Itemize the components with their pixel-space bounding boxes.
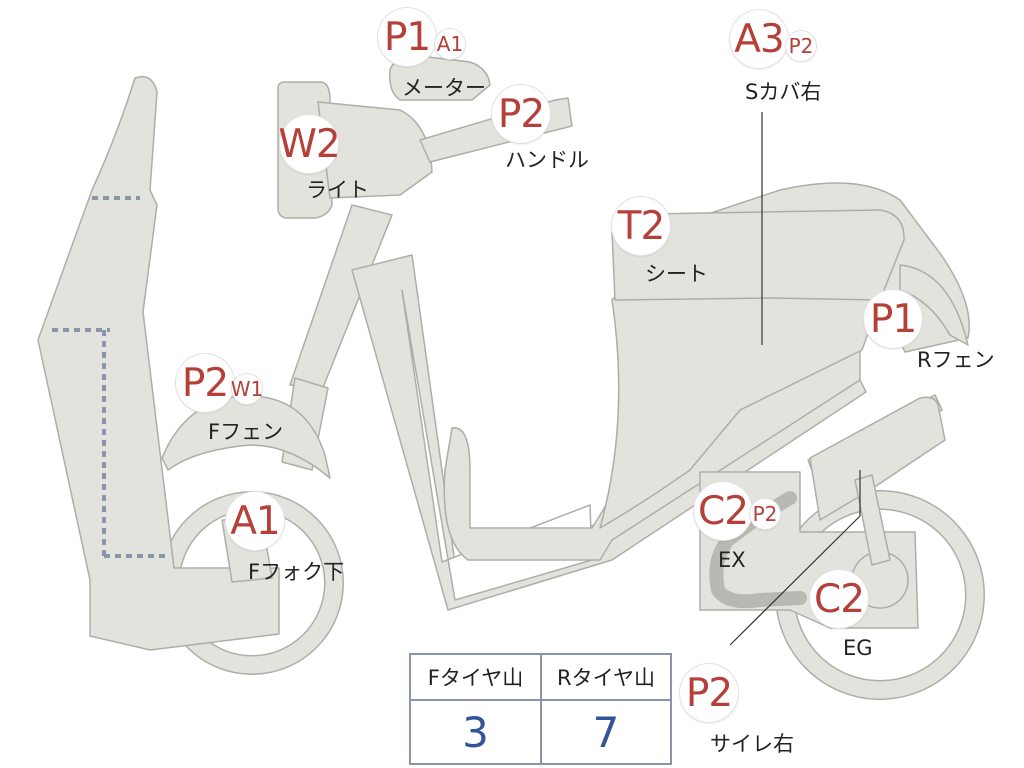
code-badge: W2	[278, 115, 341, 173]
part-label: ハンドル	[505, 148, 589, 172]
part-label: サイレ右	[710, 732, 794, 756]
code-badge-small: P2	[750, 499, 780, 529]
part-label: Fフェン	[208, 420, 284, 444]
code-badge: P1	[864, 290, 922, 348]
value-front-tire: 3	[462, 707, 489, 757]
value-rear-tire: 7	[592, 707, 620, 757]
part-label: メーター	[402, 76, 486, 100]
part-label: Rフェン	[917, 348, 995, 372]
part-label: EG	[843, 636, 873, 660]
part-label: ライト	[306, 178, 369, 202]
table-divider	[540, 655, 542, 763]
code-badge: A1	[226, 492, 284, 550]
code-badge-small: P2	[786, 31, 816, 61]
code-badge: P2	[492, 85, 550, 143]
header-front-tire: Fタイヤ山	[427, 666, 524, 690]
leg-shield	[37, 75, 280, 651]
air-box	[809, 396, 946, 521]
code-badge-small: A1	[435, 29, 465, 59]
part-label: EX	[718, 548, 746, 572]
part-label: Sカバ右	[745, 80, 822, 104]
code-badge: P2	[176, 354, 234, 412]
header-rear-tire: Rタイヤ山	[557, 666, 655, 690]
code-badge-small: W1	[231, 374, 263, 404]
code-badge: P2	[680, 664, 738, 722]
shock-strut	[854, 474, 891, 566]
code-badge: C2	[810, 570, 868, 628]
code-badge: T2	[612, 197, 670, 255]
code-badge: C2	[694, 482, 752, 540]
part-label: Fフォク下	[248, 560, 345, 584]
code-badge: A3	[730, 10, 788, 68]
part-label: シート	[645, 262, 708, 286]
tire-tread-table: Fタイヤ山 Rタイヤ山 3 7	[409, 653, 672, 765]
code-badge: P1	[378, 8, 436, 66]
